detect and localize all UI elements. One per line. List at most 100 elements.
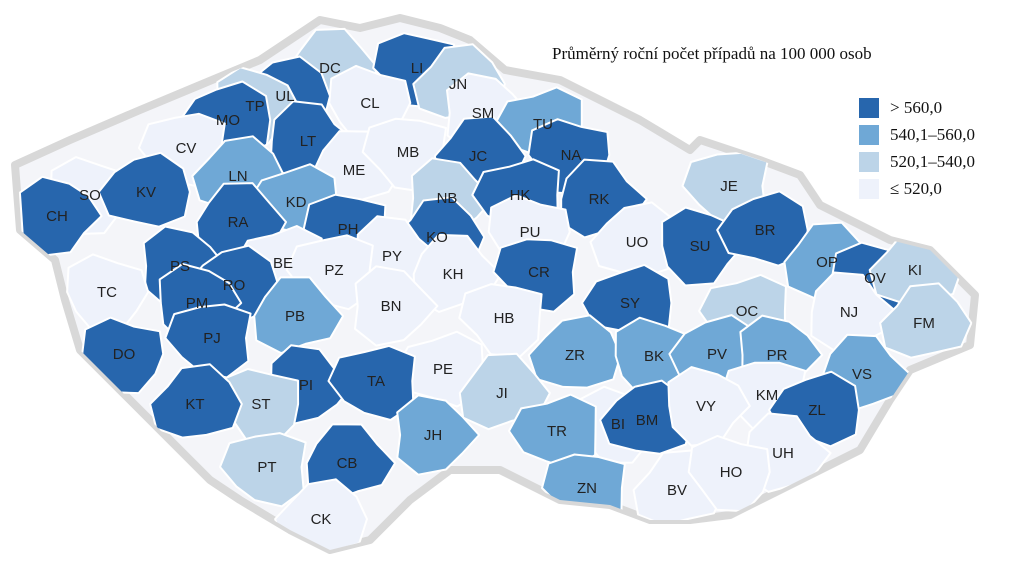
- district-label-mo: MO: [216, 112, 240, 129]
- district-label-bm: BM: [636, 412, 659, 429]
- district-label-dc: DC: [319, 60, 341, 77]
- district-label-ck: CK: [311, 511, 332, 528]
- district-label-jh: JH: [424, 427, 442, 444]
- district-label-pz: PZ: [324, 262, 343, 279]
- legend-label: 540,1–560,0: [890, 125, 975, 144]
- district-label-bn: BN: [381, 298, 402, 315]
- district-pb: [253, 276, 345, 355]
- district-label-nj: NJ: [840, 304, 858, 321]
- district-label-uo: UO: [626, 234, 649, 251]
- district-label-li: LI: [411, 60, 424, 77]
- district-label-kd: KD: [286, 194, 307, 211]
- district-label-pb: PB: [285, 308, 305, 325]
- district-label-pv: PV: [707, 346, 727, 363]
- district-label-nb: NB: [437, 190, 458, 207]
- district-label-zn: ZN: [577, 480, 597, 497]
- district-label-pm: PM: [186, 295, 209, 312]
- district-label-ko: KO: [426, 229, 448, 246]
- district-label-ji: JI: [496, 385, 508, 402]
- district-label-bi: BI: [611, 416, 625, 433]
- district-label-cb: CB: [337, 455, 358, 472]
- legend-label: 520,1–540,0: [890, 152, 975, 171]
- district-label-be: BE: [273, 255, 293, 272]
- district-label-so: SO: [79, 187, 101, 204]
- district-ch: [18, 175, 103, 257]
- district-label-do: DO: [113, 346, 136, 363]
- legend-swatch: [858, 178, 880, 200]
- district-hb: [458, 283, 543, 359]
- district-label-je: JE: [720, 178, 738, 195]
- district-label-cv: CV: [176, 140, 197, 157]
- district-fm: [879, 282, 973, 359]
- district-label-km: KM: [756, 387, 779, 404]
- district-label-ps: PS: [170, 258, 190, 275]
- district-label-pe: PE: [433, 361, 453, 378]
- district-label-zr: ZR: [565, 347, 585, 364]
- district-label-sm: SM: [472, 105, 495, 122]
- district-label-tr: TR: [547, 423, 567, 440]
- district-pj: [164, 303, 252, 379]
- district-label-bk: BK: [644, 348, 664, 365]
- legend-item-upper-mid: 540,1–560,0: [858, 123, 975, 147]
- district-label-op: OP: [816, 254, 838, 271]
- district-label-vy: VY: [696, 398, 716, 415]
- district-label-zl: ZL: [808, 402, 826, 419]
- district-label-ta: TA: [367, 373, 385, 390]
- district-label-ro: RO: [223, 277, 246, 294]
- district-label-tc: TC: [97, 284, 117, 301]
- district-label-py: PY: [382, 248, 402, 265]
- legend-item-high: > 560,0: [858, 96, 975, 120]
- district-label-hb: HB: [494, 310, 515, 327]
- district-label-pi: PI: [299, 377, 313, 394]
- district-label-pj: PJ: [203, 330, 221, 347]
- district-label-ra: RA: [228, 214, 249, 231]
- district-regions: [18, 27, 973, 550]
- district-label-pt: PT: [257, 459, 276, 476]
- district-label-ln: LN: [228, 168, 247, 185]
- district-kt: [149, 363, 243, 439]
- district-label-bv: BV: [667, 482, 687, 499]
- district-label-kh: KH: [443, 266, 464, 283]
- district-bn: [354, 265, 439, 347]
- district-label-na: NA: [561, 147, 582, 164]
- district-vy: [667, 366, 751, 447]
- district-label-br: BR: [755, 222, 776, 239]
- district-label-cl: CL: [360, 95, 379, 112]
- district-label-jn: JN: [449, 76, 467, 93]
- district-label-tu: TU: [533, 116, 553, 133]
- district-jh: [396, 394, 481, 476]
- district-label-rk: RK: [589, 191, 610, 208]
- district-label-pu: PU: [520, 224, 541, 241]
- district-label-fm: FM: [913, 315, 935, 332]
- legend-label: ≤ 520,0: [890, 179, 942, 198]
- district-label-sy: SY: [620, 295, 640, 312]
- district-label-mb: MB: [397, 144, 420, 161]
- district-label-vs: VS: [852, 366, 872, 383]
- district-zr: [527, 314, 622, 389]
- district-label-su: SU: [690, 238, 711, 255]
- map-title: Průměrný roční počet případů na 100 000 …: [552, 44, 872, 63]
- district-label-uh: UH: [772, 445, 794, 462]
- district-label-oc: OC: [736, 303, 759, 320]
- district-label-me: ME: [343, 162, 366, 179]
- legend-label: > 560,0: [890, 98, 943, 117]
- district-label-cr: CR: [528, 264, 550, 281]
- district-label-pr: PR: [767, 347, 788, 364]
- legend-item-low: ≤ 520,0: [858, 177, 975, 201]
- legend-swatch: [858, 97, 880, 119]
- district-kv: [97, 151, 191, 228]
- district-label-kt: KT: [185, 396, 204, 413]
- district-label-ov: OV: [864, 270, 886, 287]
- district-label-kv: KV: [136, 184, 156, 201]
- legend-swatch: [858, 124, 880, 146]
- district-label-ph: PH: [338, 221, 359, 238]
- district-label-hk: HK: [510, 187, 531, 204]
- legend-item-lower-mid: 520,1–540,0: [858, 150, 975, 174]
- map-legend: > 560,0 540,1–560,0 520,1–540,0 ≤ 520,0: [858, 96, 975, 204]
- district-label-jc: JC: [469, 148, 488, 165]
- district-label-ki: KI: [908, 262, 922, 279]
- district-label-lt: LT: [300, 133, 316, 150]
- district-label-ch: CH: [46, 208, 68, 225]
